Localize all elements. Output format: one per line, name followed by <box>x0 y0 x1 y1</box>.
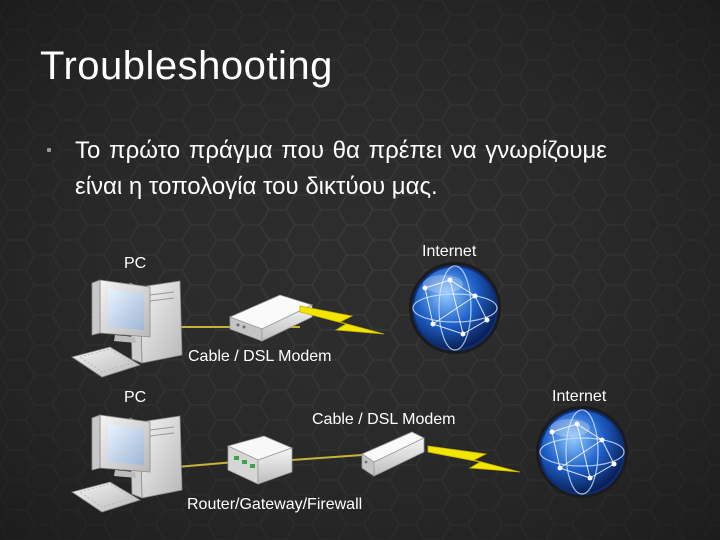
computer-icon <box>72 415 182 512</box>
modem-icon <box>362 432 424 476</box>
modem-label: Cable / DSL Modem <box>312 411 455 429</box>
lightning-icon <box>300 306 384 334</box>
router-icon <box>228 436 292 484</box>
pc-label: PC <box>124 389 146 407</box>
router-label: Router/Gateway/Firewall <box>187 496 362 514</box>
modem-label: Cable / DSL Modem <box>188 348 331 366</box>
internet-label: Internet <box>552 388 606 406</box>
cable-line <box>292 455 362 460</box>
globe-icon <box>409 262 501 354</box>
lightning-icon <box>428 446 520 472</box>
computer-icon <box>72 280 182 377</box>
internet-label: Internet <box>422 243 476 261</box>
pc-label: PC <box>124 255 146 273</box>
modem-icon <box>230 295 312 341</box>
globe-icon <box>536 406 628 498</box>
